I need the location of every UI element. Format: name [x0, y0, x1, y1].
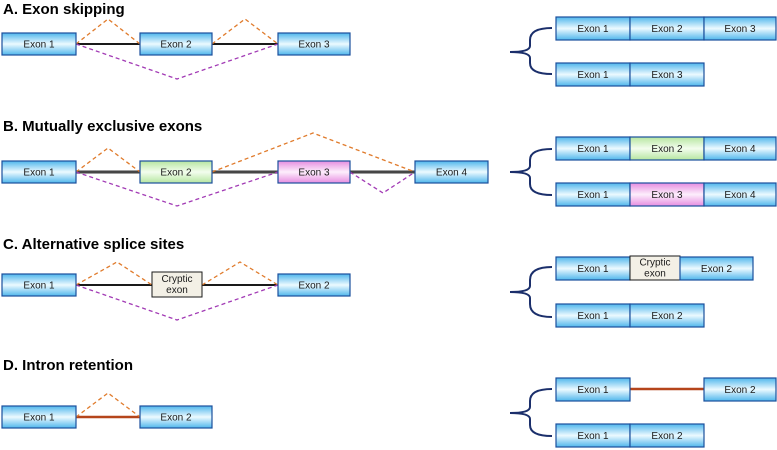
section-b-title: B. Mutually exclusive exons: [3, 118, 202, 135]
isoform-d2: Exon 1 Exon 2: [555, 423, 705, 448]
svg-text:Exon 1: Exon 1: [23, 413, 55, 424]
svg-text:Exon 2: Exon 2: [651, 144, 683, 155]
svg-text:Exon 1: Exon 1: [23, 281, 55, 292]
intron: [350, 170, 415, 174]
svg-text:Exon 1: Exon 1: [577, 70, 609, 81]
exon-3: Exon 3: [277, 32, 351, 56]
svg-text:Exon 2: Exon 2: [160, 40, 192, 51]
svg-text:Exon 2: Exon 2: [160, 413, 192, 424]
svg-text:Exon 1: Exon 1: [577, 385, 609, 396]
isoform-c2: Exon 1 Exon 2: [555, 303, 705, 328]
svg-text:Exon 1: Exon 1: [577, 431, 609, 442]
exon-1: Exon 1: [1, 160, 77, 184]
svg-text:Exon 1: Exon 1: [577, 24, 609, 35]
exon-1: Exon 1: [1, 32, 77, 56]
brace-icon: [509, 148, 553, 196]
svg-text:Exon 4: Exon 4: [724, 190, 756, 201]
brace-icon: [509, 27, 553, 75]
splice-junction: [75, 147, 141, 173]
svg-text:Exon 2: Exon 2: [724, 385, 756, 396]
svg-text:Exon 1: Exon 1: [23, 40, 55, 51]
splice-junction: [211, 18, 279, 45]
exon-1: Exon 1: [1, 405, 77, 429]
svg-text:Exon 3: Exon 3: [724, 24, 756, 35]
section-d-title: D. Intron retention: [3, 357, 133, 374]
svg-text:Cryptic: Cryptic: [639, 258, 670, 269]
skip-junction: [75, 43, 279, 80]
svg-text:Exon 3: Exon 3: [651, 70, 683, 81]
intron: [212, 170, 278, 174]
svg-text:Exon 2: Exon 2: [651, 431, 683, 442]
intron: [76, 170, 140, 174]
section-d: D. Intron retention Exon 1 Exon 2 Exon 1…: [1, 357, 777, 448]
splice-junction: [211, 132, 416, 173]
splice-junction: [75, 171, 279, 207]
isoform-b1: Exon 1 Exon 2 Exon 4: [555, 136, 777, 161]
brace-icon: [509, 266, 553, 318]
isoform-a1: Exon 1 Exon 2 Exon 3: [555, 16, 777, 41]
isoform-d1: Exon 1 Exon 2: [555, 377, 777, 402]
exon-2: Exon 2: [139, 32, 213, 56]
svg-text:Exon 1: Exon 1: [577, 264, 609, 275]
svg-text:Exon 3: Exon 3: [651, 190, 683, 201]
svg-text:Exon 2: Exon 2: [298, 281, 330, 292]
svg-text:Exon 4: Exon 4: [436, 168, 468, 179]
svg-text:Exon 4: Exon 4: [724, 144, 756, 155]
section-c: C. Alternative splice sites Exon 1 Crypt…: [1, 236, 754, 328]
exon-2: Exon 2: [139, 405, 213, 429]
svg-text:Exon 2: Exon 2: [651, 24, 683, 35]
svg-text:Exon 2: Exon 2: [701, 264, 733, 275]
splice-junction: [75, 261, 153, 286]
svg-text:exon: exon: [166, 285, 188, 296]
section-b: B. Mutually exclusive exons Exon 1 Exon …: [1, 118, 777, 207]
section-a-title: A. Exon skipping: [3, 1, 125, 18]
svg-text:Exon 1: Exon 1: [577, 190, 609, 201]
svg-text:Exon 2: Exon 2: [160, 168, 192, 179]
section-a: A. Exon skipping Exon 1 Exon 2 Exon 3 Ex…: [1, 1, 777, 87]
exon-4: Exon 4: [414, 160, 489, 184]
svg-text:Exon 1: Exon 1: [577, 311, 609, 322]
section-c-title: C. Alternative splice sites: [3, 236, 184, 253]
isoform-a2: Exon 1 Exon 3: [555, 62, 705, 87]
exon-1: Exon 1: [1, 273, 77, 297]
exon-2: Exon 2: [277, 273, 351, 297]
brace-icon: [509, 388, 553, 437]
svg-text:Exon 2: Exon 2: [651, 311, 683, 322]
isoform-b2: Exon 1 Exon 3 Exon 4: [555, 182, 777, 207]
svg-text:Exon 3: Exon 3: [298, 40, 330, 51]
svg-text:Exon 1: Exon 1: [23, 168, 55, 179]
splice-junction: [75, 392, 141, 418]
exon-2: Exon 2: [139, 160, 213, 184]
splice-junction: [349, 171, 416, 194]
skip-junction: [75, 284, 279, 321]
svg-text:Exon 1: Exon 1: [577, 144, 609, 155]
svg-text:exon: exon: [644, 269, 666, 280]
svg-text:Exon 3: Exon 3: [298, 168, 330, 179]
splice-junction: [75, 18, 141, 45]
isoform-c1: Exon 1 Cryptic exon Exon 2: [555, 255, 754, 281]
cryptic-exon: Cryptic exon: [151, 271, 203, 298]
splice-junction: [201, 261, 279, 286]
exon-3: Exon 3: [277, 160, 351, 184]
svg-text:Cryptic: Cryptic: [161, 274, 192, 285]
